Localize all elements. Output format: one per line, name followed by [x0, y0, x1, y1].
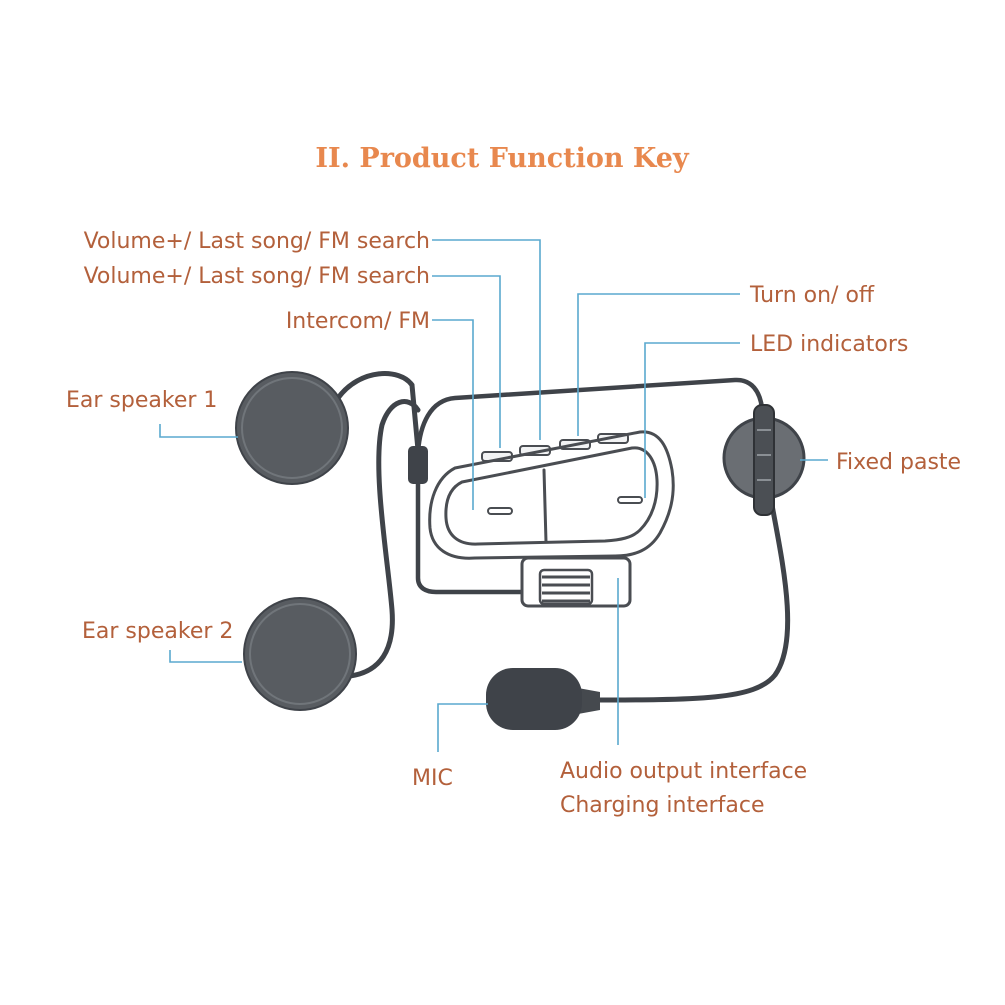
- diagram-title: II. Product Function Key: [315, 143, 690, 174]
- ear-speaker-1-rim: [241, 377, 343, 479]
- label-volume-2: Volume+/ Last song/ FM search: [84, 264, 430, 289]
- device-mount: [520, 556, 632, 608]
- ear-speaker-2-rim: [249, 603, 351, 705]
- label-intercom-fm: Intercom/ FM: [286, 309, 430, 334]
- label-charging: Charging interface: [560, 793, 765, 818]
- cable-splitter: [408, 446, 428, 484]
- leader-volume-2: [432, 275, 501, 448]
- fixed-paste-clip: [753, 404, 775, 516]
- device-loop-cable: [415, 477, 543, 595]
- ear-speaker-1: [235, 371, 349, 485]
- microphone: [486, 668, 600, 730]
- label-fixed-paste: Fixed paste: [836, 450, 961, 475]
- led-indicator-left: [487, 507, 513, 515]
- connector-ribs: [538, 568, 594, 606]
- ear-speaker-1-disc: [235, 371, 349, 485]
- labels: Volume+/ Last song/ FM search Volume+/ L…: [66, 229, 961, 818]
- intercom-device: [428, 430, 675, 560]
- leader-led: [644, 342, 740, 498]
- label-ear-speaker-2: Ear speaker 2: [82, 619, 233, 644]
- label-mic: MIC: [412, 766, 453, 791]
- ear-speaker-2: [243, 597, 357, 711]
- leader-volume-1: [432, 239, 541, 440]
- label-ear-speaker-1: Ear speaker 1: [66, 388, 217, 413]
- leader-ear-speaker-2: [169, 650, 242, 663]
- leader-lines: [159, 239, 828, 752]
- device-outer-shell: [428, 430, 675, 560]
- label-turn-on-off: Turn on/ off: [749, 283, 875, 308]
- label-audio-output: Audio output interface: [560, 759, 807, 784]
- label-led-indicators: LED indicators: [750, 332, 908, 357]
- leader-ear-speaker-1: [159, 424, 238, 438]
- device-inner-panel: [444, 446, 659, 546]
- led-indicator-right: [617, 496, 643, 504]
- leader-intercom: [432, 319, 474, 510]
- ear-speaker-1-cable: [335, 371, 421, 453]
- ear-speaker-2-cable: [347, 399, 421, 679]
- device-divider: [542, 468, 548, 544]
- mic-cable: [577, 502, 791, 703]
- ear-speaker-2-disc: [243, 597, 357, 711]
- top-cable: [415, 377, 765, 455]
- mic-head: [486, 668, 582, 730]
- mic-neck: [578, 688, 600, 714]
- leader-mic: [437, 703, 488, 752]
- cables: [335, 371, 791, 703]
- leader-turn-on-off: [577, 293, 740, 436]
- label-volume-1: Volume+/ Last song/ FM search: [84, 229, 430, 254]
- fixed-paste-mount: [722, 404, 806, 516]
